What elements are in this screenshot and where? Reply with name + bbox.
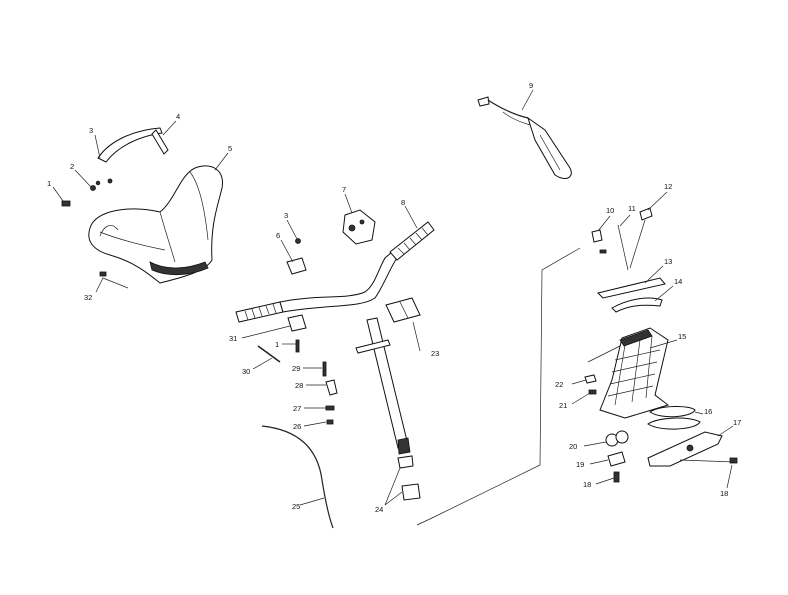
callout-20: 20 (569, 442, 577, 451)
callout-labels: 1 2 3 4 5 32 3 6 7 8 31 1 30 29 28 27 26… (47, 81, 741, 514)
callout-5: 5 (228, 144, 232, 153)
handlebar-assembly (235, 193, 581, 529)
callout-8: 8 (401, 198, 405, 207)
callout-17: 17 (733, 418, 741, 427)
callout-10: 10 (606, 206, 614, 215)
callout-24: 24 (375, 505, 383, 514)
tether-switch (477, 89, 572, 179)
callout-27: 27 (293, 404, 301, 413)
callout-15: 15 (678, 332, 686, 341)
callout-4: 4 (176, 112, 180, 121)
callout-16: 16 (704, 407, 712, 416)
callout-29: 29 (292, 364, 300, 373)
callout-31: 31 (229, 334, 237, 343)
callout-1: 1 (47, 179, 51, 188)
seat-assembly (52, 120, 229, 293)
callout-1-handlebar: 1 (275, 340, 279, 349)
steering-bracket (571, 191, 738, 489)
callout-28: 28 (295, 381, 303, 390)
callout-19: 19 (576, 460, 584, 469)
callout-18-right: 18 (720, 489, 728, 498)
callout-3-handlebar: 3 (284, 211, 288, 220)
callout-25: 25 (292, 502, 300, 511)
callout-18-left: 18 (583, 480, 591, 489)
callout-23: 23 (431, 349, 439, 358)
callout-14: 14 (674, 277, 682, 286)
callout-6: 6 (276, 231, 280, 240)
callout-30: 30 (242, 367, 250, 376)
callout-3: 3 (89, 126, 93, 135)
callout-22: 22 (555, 380, 563, 389)
callout-12: 12 (664, 182, 672, 191)
callout-11: 11 (628, 204, 636, 213)
callout-13: 13 (664, 257, 672, 266)
callout-21: 21 (559, 401, 567, 410)
callout-7: 7 (342, 185, 346, 194)
callout-9: 9 (529, 81, 533, 90)
callout-2: 2 (70, 162, 74, 171)
callout-32: 32 (84, 293, 92, 302)
bolt-icon (61, 200, 71, 207)
callout-26: 26 (293, 422, 301, 431)
